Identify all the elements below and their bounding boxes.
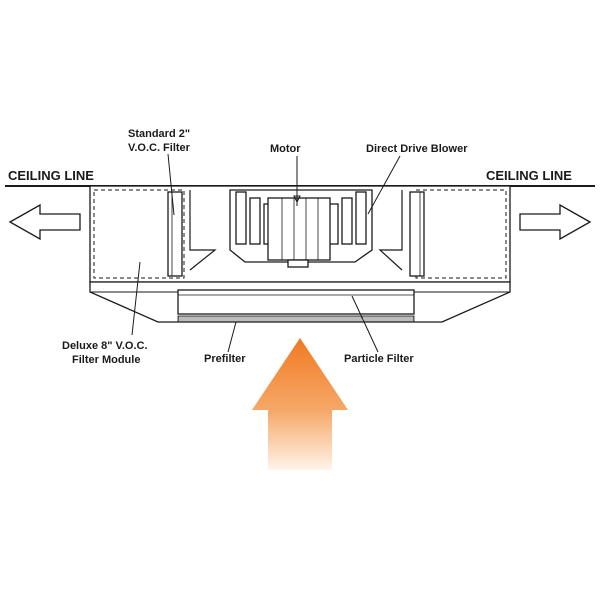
standard-filter-label: Standard 2": [128, 128, 190, 140]
particle-filter-label: Particle Filter: [344, 353, 414, 365]
ceiling-line-label-left: CEILING LINE: [8, 168, 94, 183]
outflow-arrow-right-icon: [519, 203, 592, 241]
deluxe-filter-label-line2: Filter Module: [72, 354, 140, 366]
blower-label: Direct Drive Blower: [366, 143, 468, 155]
motor-label: Motor: [270, 143, 301, 155]
prefilter: [177, 315, 415, 323]
standard-voc-filter-left: [167, 191, 183, 277]
motor: [267, 197, 331, 268]
standard-filter-label-line2: V.O.C. Filter: [128, 142, 191, 154]
leader-lines: [131, 153, 401, 353]
standard-voc-filter-right: [409, 191, 425, 277]
particle-filter: [177, 289, 415, 315]
ceiling-line-label-right: CEILING LINE: [486, 168, 572, 183]
outflow-arrow-left-icon: [8, 203, 81, 241]
deluxe-voc-filter-left: [93, 189, 185, 279]
intake-airflow-arrow-icon: [252, 338, 348, 470]
prefilter-label: Prefilter: [204, 353, 246, 365]
deluxe-filter-label: Deluxe 8" V.O.C.: [62, 340, 148, 352]
